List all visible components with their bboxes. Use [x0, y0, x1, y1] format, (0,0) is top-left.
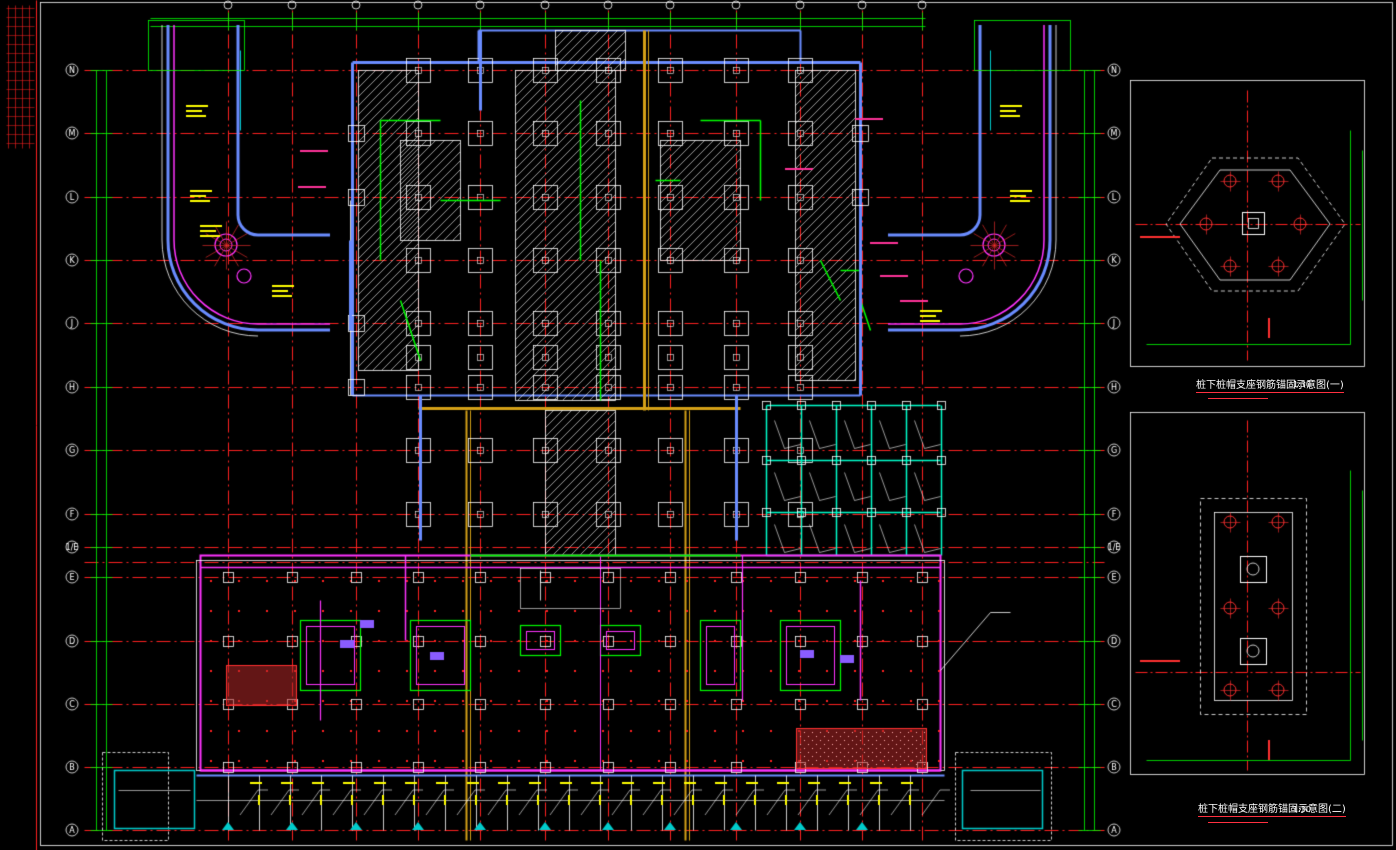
- detail-2-note-line: [1208, 822, 1268, 823]
- detail-2-scale: 1:30: [1293, 805, 1311, 814]
- detail-1-title: 桩下桩帽支座钢筋锚固示意图(一): [1196, 376, 1344, 393]
- detail-2-title: 桩下桩帽支座钢筋锚固示意图(二): [1198, 800, 1346, 817]
- detail-1-note-line: [1208, 398, 1268, 399]
- detail-1-scale: 1:30: [1293, 380, 1311, 389]
